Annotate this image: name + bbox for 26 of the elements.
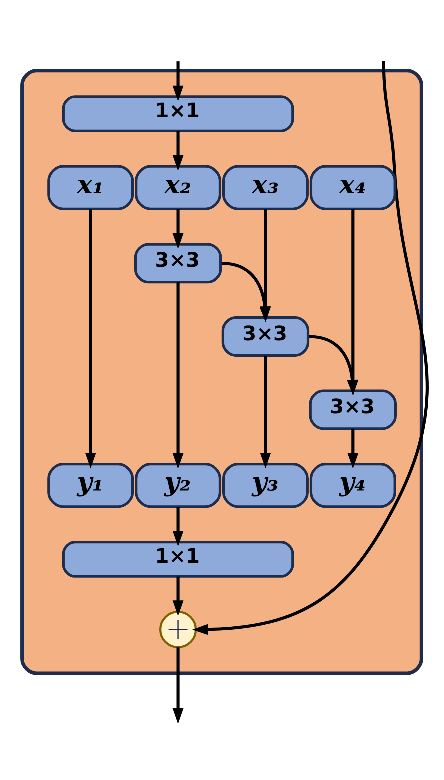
node-box: y₂: [135, 462, 222, 508]
node-box: x₃: [222, 164, 309, 210]
arrow: [172, 61, 184, 102]
node-circle: [160, 610, 198, 648]
node-box: y₃: [222, 462, 309, 508]
node-box: x₁: [48, 164, 134, 210]
node-box: 3×3: [222, 316, 310, 356]
arrow: [172, 647, 184, 724]
arrow: [172, 130, 184, 171]
node-box: x₄: [310, 164, 396, 210]
arrow: [172, 506, 184, 546]
node-box: y₄: [310, 462, 396, 508]
node-box: 3×3: [134, 242, 222, 284]
arrow: [192, 60, 429, 635]
node-box: y₁: [48, 462, 134, 508]
node-box: 3×3: [309, 389, 397, 430]
arrow: [172, 576, 184, 616]
node-box: 1×1: [62, 95, 294, 132]
node-box: 1×1: [62, 540, 294, 578]
arrow: [172, 208, 184, 249]
arrow: [348, 428, 359, 468]
arrow: [260, 355, 272, 468]
arrow: [172, 282, 184, 468]
arrow: [85, 208, 96, 468]
cluster: [20, 68, 424, 675]
node-box: x₂: [135, 164, 222, 210]
